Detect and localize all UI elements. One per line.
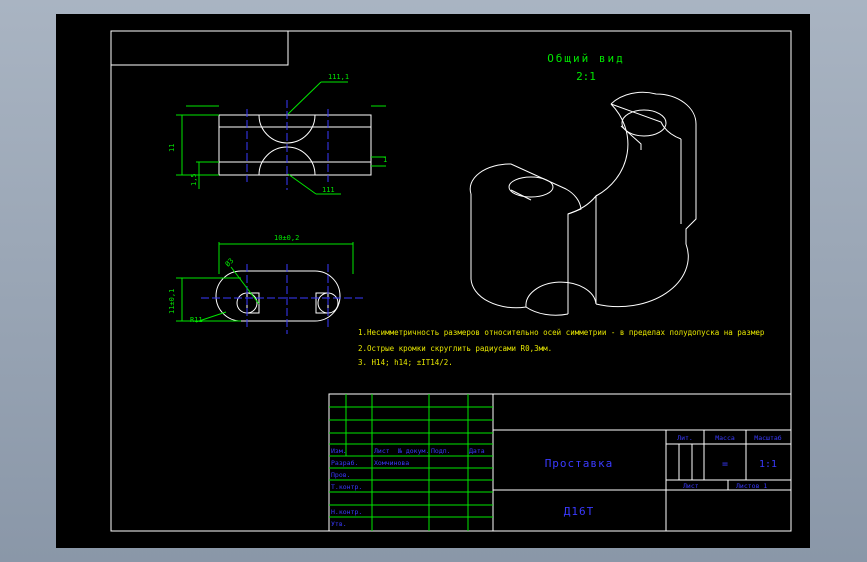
row-utv: Утв. bbox=[331, 520, 347, 528]
hdr-doc: № докум. bbox=[398, 447, 429, 455]
col-mass: Масса bbox=[715, 434, 735, 442]
title-block-grid bbox=[329, 394, 493, 531]
sheets-label: Листов 1 bbox=[736, 482, 767, 490]
dim-height-front: 11±0,1 bbox=[168, 289, 176, 314]
hdr-list: Лист bbox=[374, 447, 390, 455]
dim-angle-top: 111,1 bbox=[328, 73, 349, 81]
col-scale: Масштаб bbox=[754, 434, 781, 442]
isometric-view bbox=[469, 91, 697, 316]
drawing-sheet: Общий вид 2:1 11 1,5 111,1 111 1 bbox=[56, 14, 810, 548]
view-title: Общий вид bbox=[547, 52, 625, 65]
dim-rad-left: R11 bbox=[190, 316, 203, 324]
mass-value: = bbox=[722, 459, 728, 470]
front-view bbox=[176, 81, 386, 195]
col-lit: Лит. bbox=[677, 434, 693, 442]
dim-right-small: 1 bbox=[383, 156, 387, 164]
note-2: 2.Острые кромки скруглить радиусами R0,3… bbox=[358, 344, 552, 353]
dim-height-left: 11 bbox=[168, 144, 176, 152]
hdr-date: Дата bbox=[469, 447, 485, 455]
dim-hole-dia: Ø3 bbox=[224, 257, 236, 269]
developer-name: Хомчинова bbox=[374, 459, 409, 467]
hdr-sign: Подп. bbox=[431, 447, 451, 455]
row-tkontr: Т.контр. bbox=[331, 483, 362, 491]
dim-top-width: 10±0,2 bbox=[274, 234, 299, 242]
row-razrab: Разраб. bbox=[331, 459, 358, 467]
note-3: 3. H14; h14; ±IT14/2. bbox=[358, 358, 453, 367]
corner-stamp bbox=[110, 30, 289, 66]
dim-small-left: 1,5 bbox=[190, 173, 198, 186]
row-nkontr: Н.контр. bbox=[331, 508, 362, 516]
scale-value: 1:1 bbox=[759, 459, 777, 470]
dim-angle-bottom: 111 bbox=[322, 186, 335, 194]
part-name: Проставка bbox=[545, 457, 614, 470]
view-scale: 2:1 bbox=[576, 70, 596, 83]
note-1: 1.Несимметричность размеров относительно… bbox=[358, 328, 765, 337]
sheet-label: Лист bbox=[683, 482, 699, 490]
material: Д16Т bbox=[564, 505, 595, 518]
drawing-canvas: Общий вид 2:1 11 1,5 111,1 111 1 bbox=[110, 30, 792, 532]
hdr-izm: Изм. bbox=[331, 447, 347, 455]
top-view bbox=[176, 242, 366, 334]
row-prov: Пров. bbox=[331, 471, 351, 479]
title-block bbox=[328, 393, 792, 532]
